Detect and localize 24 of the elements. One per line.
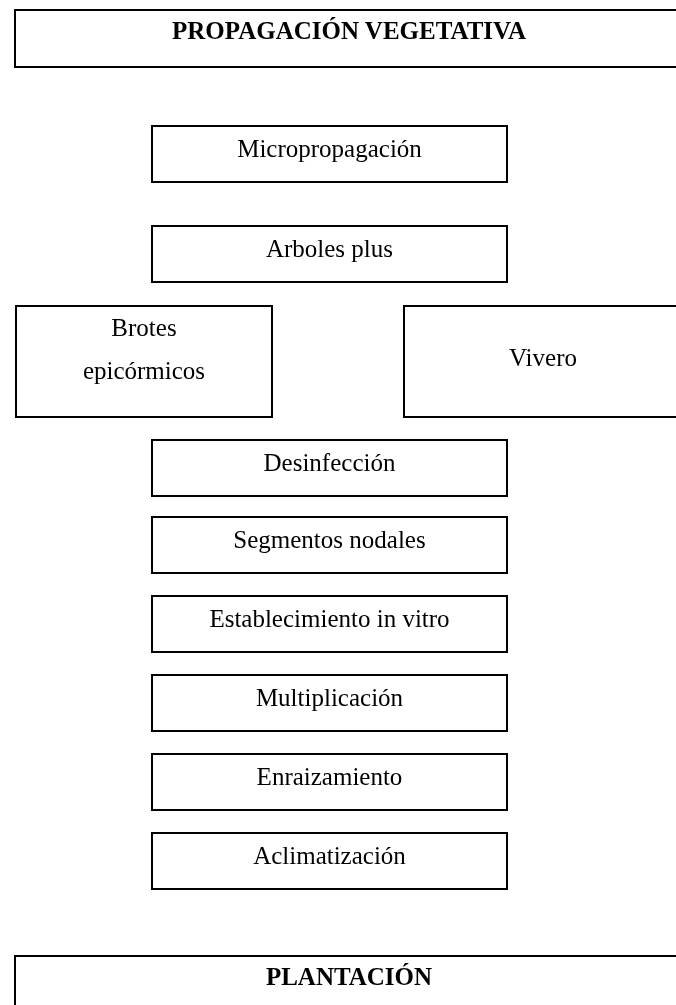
- stage-banner: [14, 9, 676, 68]
- step-label: Enraizamiento: [256, 762, 403, 792]
- step-label: Arboles plus: [265, 234, 394, 264]
- step-box: [151, 832, 508, 890]
- step-box: [151, 595, 508, 653]
- step-label: Desinfección: [263, 448, 396, 478]
- step-box: [151, 753, 508, 811]
- step-box: [151, 125, 508, 183]
- step-box: [151, 674, 508, 732]
- step-label: Brotes epicórmicos: [81, 313, 207, 386]
- step-box: [15, 305, 273, 418]
- step-box: [151, 516, 508, 574]
- stage-title: PLANTACIÓN: [265, 962, 433, 992]
- step-label: Establecimiento in vitro: [209, 604, 450, 634]
- step-label: Segmentos nodales: [233, 525, 426, 555]
- step-box: [403, 305, 676, 418]
- step-label: Multiplicación: [255, 683, 404, 713]
- step-label: Micropropagación: [237, 134, 422, 164]
- step-box: [151, 439, 508, 497]
- stage-banner: [14, 955, 676, 1005]
- step-box: [151, 225, 508, 283]
- step-label: Vivero: [509, 343, 577, 374]
- step-label: Aclimatización: [253, 841, 406, 871]
- stage-title: PROPAGACIÓN VEGETATIVA: [172, 16, 526, 46]
